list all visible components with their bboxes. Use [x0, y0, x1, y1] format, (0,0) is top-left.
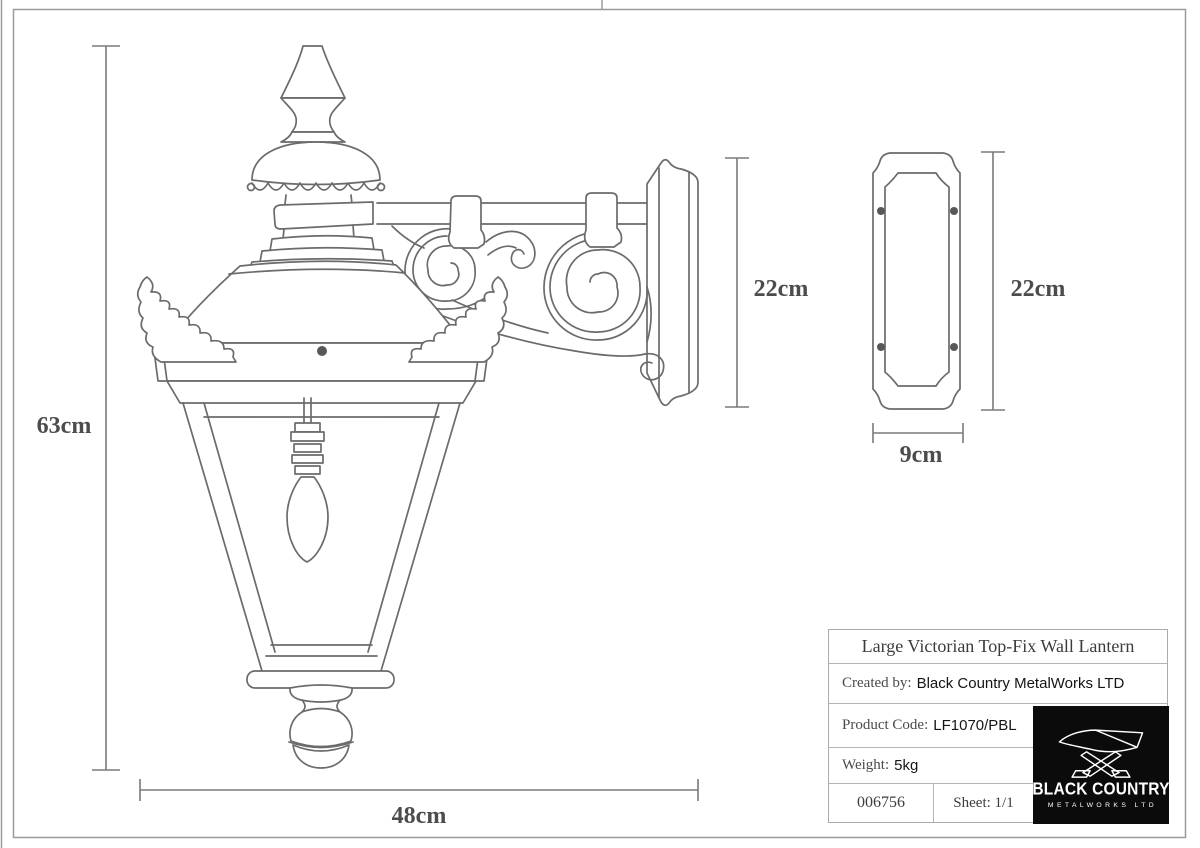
dimension-22cm-bracket: 22cm	[725, 157, 809, 408]
acorn-band-line	[288, 741, 354, 749]
logo-text-line2: METALWORKS LTD	[1047, 801, 1158, 809]
roof-leaf-left	[136, 276, 237, 363]
dimension-label-22cm-plate: 22cm	[1011, 276, 1066, 302]
bracket-fillet	[391, 225, 425, 249]
bracket-strap-right	[583, 192, 623, 248]
screw-hole	[877, 207, 885, 215]
plate-inner-outline	[884, 172, 950, 387]
finial-bowl	[289, 684, 353, 703]
lantern-bottom	[246, 670, 395, 769]
product-code-label: Product Code:	[842, 717, 929, 733]
dimension-label-48cm: 48cm	[392, 803, 447, 829]
bracket-strap-left	[447, 195, 486, 249]
dimension-63cm: 63cm	[37, 45, 120, 771]
lantern-dome	[246, 141, 386, 192]
light-bulb	[286, 397, 329, 563]
lantern-cornice	[152, 342, 490, 404]
dome-end-curl	[246, 182, 256, 192]
plate-outer-outline	[872, 152, 961, 410]
drawing-frame	[12, 8, 1187, 839]
drawing-number-cell: 006756	[829, 784, 934, 822]
drawing-title: Large Victorian Top-Fix Wall Lantern	[861, 636, 1135, 656]
sheet-cell: Sheet: 1/1	[934, 784, 1033, 822]
dome-end-curl	[376, 182, 386, 192]
screw-hole	[877, 343, 885, 351]
anvil-icon	[1058, 728, 1144, 778]
title-block-weight-row: Weight: 5kg	[829, 748, 1033, 784]
bulb-socket-rib	[291, 454, 324, 464]
ring-1	[269, 234, 375, 252]
drawing-number: 006756	[857, 794, 905, 811]
bulb-socket-rib	[293, 443, 322, 453]
dimension-9cm: 9cm	[872, 423, 964, 468]
roof-corner-leaves	[136, 276, 509, 363]
cornice-lower-step	[166, 380, 477, 404]
weight-value: 5kg	[894, 757, 919, 774]
dimension-label-63cm: 63cm	[37, 413, 92, 439]
dimension-label-9cm: 9cm	[900, 442, 943, 468]
roof-shoulder-line	[228, 268, 406, 275]
bulb-socket-rib	[294, 465, 321, 475]
dimension-22cm-plate: 22cm	[981, 151, 1066, 411]
collar-band	[273, 201, 374, 230]
wall-plate-side-view	[646, 158, 699, 407]
bracket-scroll-right	[543, 230, 648, 341]
weight-label: Weight:	[842, 757, 890, 773]
dome-scalloped-edge	[251, 182, 381, 191]
acorn-finial-top	[289, 707, 353, 748]
sheet-number: Sheet: 1/1	[953, 794, 1014, 811]
logo-text-line1: BLACK COUNTRY	[1032, 779, 1170, 799]
title-block-created-by-row: Created by: Black Country MetalWorks LTD	[829, 664, 1167, 704]
bracket-bottom-curl	[639, 352, 665, 381]
bulb-socket	[290, 431, 325, 442]
lantern-glass-body	[182, 402, 461, 672]
lantern-roof	[166, 260, 465, 344]
cornice-center-stud	[317, 346, 327, 356]
dimension-48cm: 48cm	[139, 779, 699, 829]
created-by-value: Black Country MetalWorks LTD	[916, 675, 1125, 692]
lantern-neck-and-collar	[248, 194, 396, 271]
created-by-label: Created by:	[842, 675, 912, 691]
title-block: Large Victorian Top-Fix Wall Lantern Cre…	[828, 629, 1170, 824]
screw-hole	[950, 343, 958, 351]
bulb-glass	[286, 476, 329, 563]
dimension-label-22cm-bracket: 22cm	[754, 276, 809, 302]
title-block-title-row: Large Victorian Top-Fix Wall Lantern	[829, 630, 1167, 664]
lantern-drawing	[136, 45, 509, 769]
product-code-value: LF1070/PBL	[933, 717, 1017, 734]
acorn-finial-bottom	[292, 744, 350, 769]
screw-hole	[950, 207, 958, 215]
lantern-top-finial	[280, 45, 346, 143]
bracket-comma-curl	[485, 230, 536, 269]
title-block-product-code-row: Product Code: LF1070/PBL	[829, 704, 1033, 748]
bulb-socket	[294, 422, 321, 433]
company-logo: BLACK COUNTRY METALWORKS LTD	[1032, 706, 1170, 824]
wall-plate-front-view	[872, 152, 961, 410]
title-block-footer-row: 006756 Sheet: 1/1	[829, 784, 1033, 822]
